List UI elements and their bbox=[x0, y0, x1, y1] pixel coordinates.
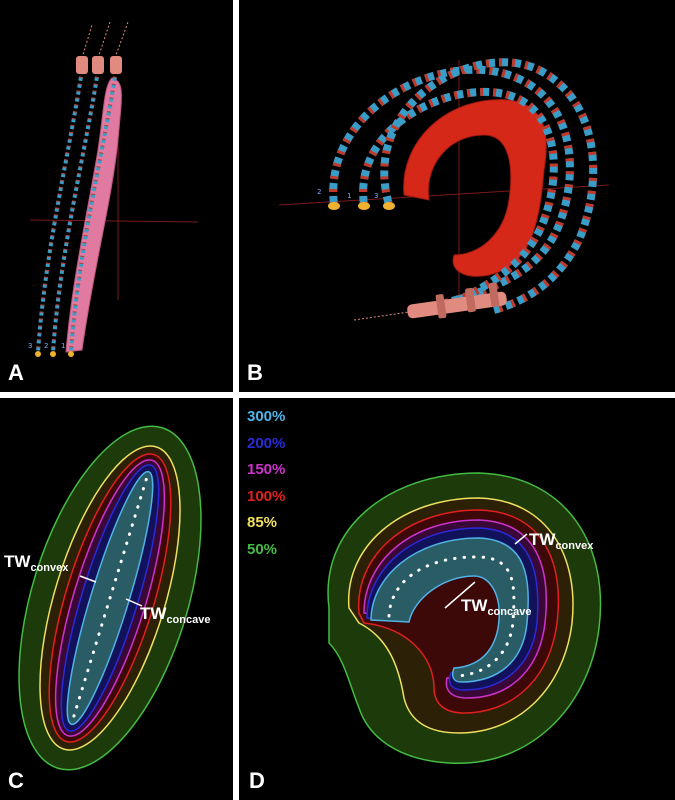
catheter-1 bbox=[359, 87, 558, 309]
target-volume bbox=[65, 77, 122, 353]
legend-item-300: 300% bbox=[247, 408, 286, 425]
guide-line bbox=[353, 311, 410, 321]
catheter-number-a-1: 3 bbox=[28, 342, 33, 350]
applicator-collar-2 bbox=[465, 287, 476, 313]
catheter-number-b-3: 3 bbox=[374, 192, 379, 200]
target-volume bbox=[403, 99, 547, 277]
applicator-body bbox=[407, 291, 507, 319]
isodose-300 bbox=[370, 537, 529, 683]
panel-label-b: B bbox=[247, 360, 263, 385]
legend-item-200: 200% bbox=[247, 434, 286, 452]
legend-item-85: 85% bbox=[247, 514, 278, 531]
catheter-2 bbox=[51, 69, 100, 353]
legend-item-50: 50% bbox=[247, 540, 278, 558]
dwell-positions bbox=[72, 477, 148, 719]
panel-c-render bbox=[18, 425, 202, 771]
panel-a-render bbox=[29, 21, 199, 357]
dwell-positions bbox=[387, 555, 516, 678]
tw-convex-label-c: TWconvex bbox=[4, 552, 69, 574]
catheter-3-dwell bbox=[380, 58, 598, 314]
catheter-number-b-1: 1 bbox=[347, 192, 352, 200]
tw-concave-label-c: TWconcave bbox=[140, 604, 211, 626]
legend-item-100: 100% bbox=[247, 487, 286, 505]
connector-1 bbox=[76, 56, 88, 74]
catheter-number-a-2: 2 bbox=[44, 342, 49, 350]
connector-2 bbox=[92, 56, 104, 74]
catheter-3 bbox=[69, 69, 118, 353]
catheter-2-dwell bbox=[329, 65, 574, 309]
applicator-collar-1 bbox=[435, 294, 447, 319]
guide-line-1 bbox=[81, 24, 93, 59]
panel-b: 2 1 3 B bbox=[239, 0, 675, 392]
panel-d: 300% 200% 150% 100% 85% 50% TWconvex TWc… bbox=[239, 398, 675, 800]
catheter-tip-2 bbox=[328, 202, 340, 210]
panel-d-render bbox=[327, 472, 602, 764]
legend-item-150: 150% bbox=[247, 461, 286, 478]
catheter-number-b-2: 2 bbox=[317, 188, 322, 196]
panel-label-a: A bbox=[8, 360, 24, 385]
catheter-tip-2 bbox=[50, 351, 56, 357]
panel-label-c: C bbox=[8, 768, 24, 793]
catheter-number-a-3: 1 bbox=[61, 342, 66, 350]
catheter-tip-1 bbox=[358, 202, 370, 210]
isodose-lines bbox=[18, 425, 202, 771]
catheter-1 bbox=[36, 69, 84, 353]
axis-line-horizontal bbox=[278, 184, 610, 206]
tw-concave-label-d: TWconcave bbox=[461, 596, 532, 618]
connector-3 bbox=[110, 56, 122, 74]
catheter-tip-3 bbox=[383, 202, 395, 210]
tw-concave-arrow bbox=[125, 598, 143, 607]
isodose-legend: 300% 200% 150% 100% 85% 50% bbox=[247, 404, 285, 563]
tw-convex-label-d: TWconvex bbox=[529, 530, 594, 552]
panel-a: 3 2 1 A bbox=[0, 0, 233, 392]
axis-line-horizontal bbox=[29, 219, 199, 223]
panel-c: TWconvex TWconcave C bbox=[0, 398, 233, 800]
guide-line-3 bbox=[114, 21, 129, 59]
catheter-tip-1 bbox=[35, 351, 41, 357]
catheter-tip-3 bbox=[68, 351, 74, 357]
panel-label-d: D bbox=[249, 768, 265, 793]
tw-convex-arrow bbox=[79, 575, 97, 583]
tw-concave-arrow bbox=[444, 581, 476, 609]
tw-convex-arrow bbox=[514, 533, 528, 545]
panel-b-render bbox=[278, 58, 610, 321]
applicator-collar-3 bbox=[488, 282, 500, 307]
guide-line-2 bbox=[97, 21, 111, 59]
